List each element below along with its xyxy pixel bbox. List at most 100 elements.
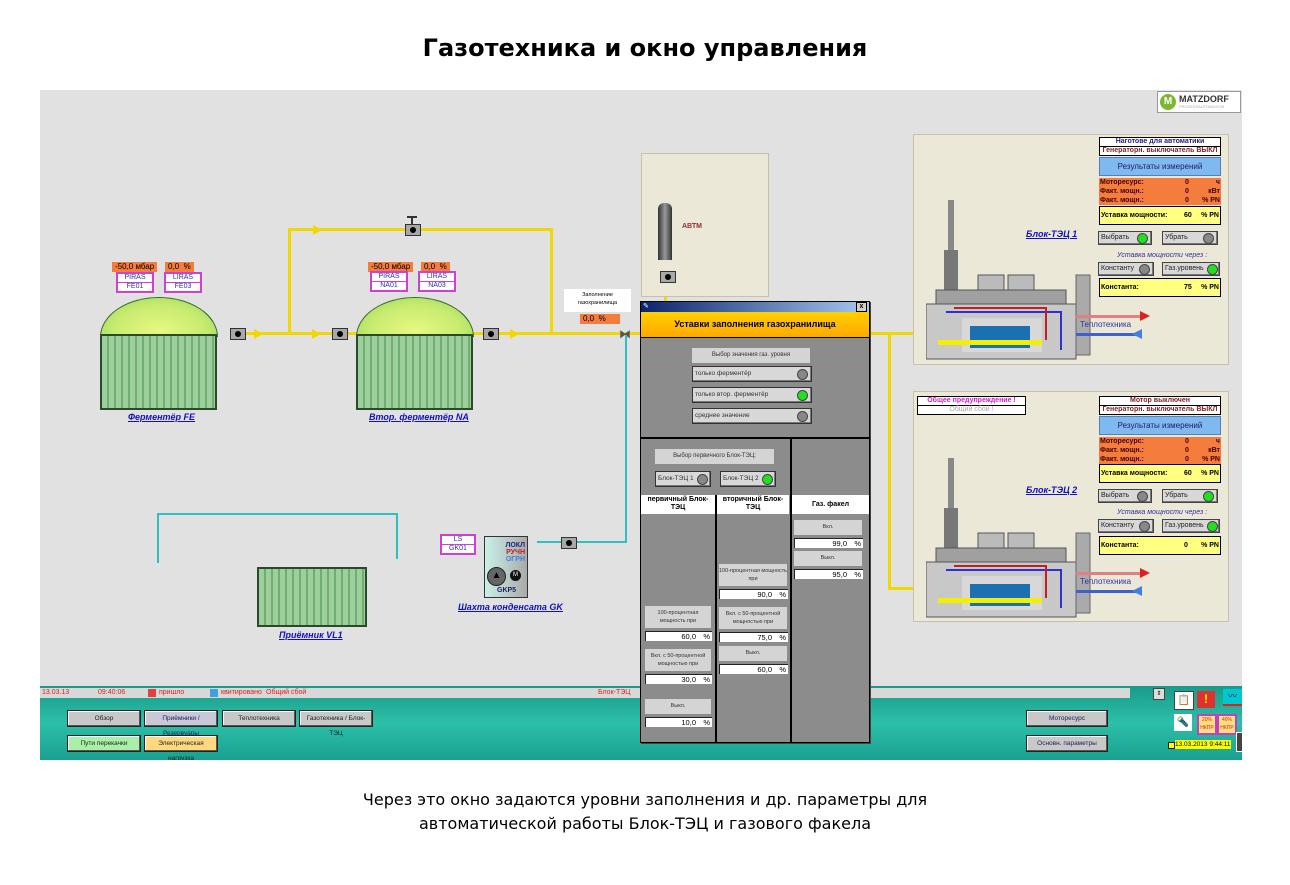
setpoint-input[interactable]: 60,0% (645, 631, 712, 641)
chp2-select-button[interactable]: Выбрать (1098, 489, 1152, 503)
nav-receivers-button[interactable]: Приёмники / Резервуары (144, 710, 218, 737)
dialog-app-icon: ✎ (643, 303, 649, 310)
primary-chp-option-button[interactable]: Блок-ТЭЦ 2 (720, 471, 776, 487)
chp2-constant-button[interactable]: Константу (1098, 519, 1154, 533)
setpoint-input[interactable]: 10,0% (645, 717, 712, 727)
chp2-link[interactable]: Блок-ТЭЦ 2 (1026, 485, 1078, 495)
valve-icon[interactable] (405, 224, 421, 236)
logo-subtext: PROZESSAUTOMATION (1179, 104, 1225, 109)
chp1-engine-image[interactable] (926, 200, 1096, 360)
alarm-burst-icon[interactable]: ! (1197, 691, 1215, 708)
butterfly-valve-icon[interactable]: ⧓ (619, 327, 631, 341)
fermenter-fe-link[interactable]: Ферментёр FE (128, 412, 196, 422)
exit-door-icon[interactable] (1236, 732, 1242, 752)
divider (790, 437, 792, 742)
flare-valve-icon[interactable] (660, 271, 676, 283)
gas-pipe (550, 228, 553, 334)
nav-overview-button[interactable]: Обзор (67, 710, 141, 727)
chp1-remove-button[interactable]: Убрать (1162, 231, 1218, 245)
chp2-engine-image[interactable] (926, 458, 1096, 618)
setpoint-unit: % (703, 632, 710, 641)
setpoint-label: Вкл. с 50-процентной мощностью при (719, 607, 787, 629)
row-value: 0 (1185, 456, 1189, 463)
chp2-heat-label: Теплотехника (1080, 577, 1132, 586)
logo-m-icon: M (1160, 94, 1176, 110)
nav-electric-button[interactable]: Электрическая нагрузка (144, 735, 218, 760)
primary-chp-header: Выбор первичного Блок-ТЭЦ: (655, 449, 774, 464)
gas-sensor-icon[interactable]: 🔦 (1174, 714, 1192, 731)
alarm-line[interactable]: 13.03.13 09:40:06 пришло квитировано Общ… (40, 688, 1130, 698)
level-option-button[interactable]: только ферментёр (692, 366, 812, 382)
chp2-gaslevel-button[interactable]: Газ.уровень (1162, 519, 1220, 533)
lel20-indicator[interactable]: 20% НКПР (1197, 714, 1217, 735)
valve-icon[interactable] (332, 328, 348, 340)
alarm-list-icon[interactable]: 📋 (1174, 691, 1194, 710)
chp1-select-button[interactable]: Выбрать (1098, 231, 1152, 245)
pump-icon[interactable]: ▲ (487, 567, 506, 586)
nav-main-params-button[interactable]: Основн. параметры (1026, 735, 1108, 752)
setpoint-input[interactable]: 75,0% (719, 632, 788, 642)
condensate-valve-icon[interactable] (561, 537, 577, 549)
mode-manual: РУЧН (506, 549, 525, 556)
condensate-pipe (396, 514, 398, 519)
receiver-link[interactable]: Приёмник VL1 (279, 630, 343, 640)
acked-checkbox-icon (210, 689, 218, 697)
chp1-measurements-button[interactable]: Результаты измерений (1099, 157, 1221, 176)
scroll-arrows-icon[interactable]: ⇕ (1153, 688, 1165, 700)
nav-gas-button[interactable]: Газотехника / Блок-ТЭЦ (299, 710, 373, 737)
setpoint-input[interactable]: 99,0% (794, 538, 863, 548)
fermenter-na-tank[interactable] (356, 334, 473, 410)
dialog-titlebar[interactable]: ✎ x (641, 302, 869, 312)
condensate-pipe (537, 541, 627, 543)
row-unit: кВт (1208, 188, 1220, 195)
setpoint-value: 60,0 (681, 632, 696, 641)
setpoint-input[interactable]: 95,0% (794, 569, 863, 579)
dialog-title: Уставки заполнения газохранилища (641, 312, 869, 338)
row-unit: ч (1215, 438, 1220, 445)
setpoint-input[interactable]: 90,0% (719, 589, 788, 599)
dialog-close-button[interactable]: x (856, 302, 867, 312)
setpoint-input[interactable]: 30,0% (645, 674, 712, 684)
receiver-tank[interactable] (257, 567, 367, 627)
nav-heat-button[interactable]: Теплотехника (222, 710, 296, 727)
primary-chp-option-button[interactable]: Блок-ТЭЦ 1 (655, 471, 711, 487)
valve-icon[interactable] (230, 328, 246, 340)
fermenter-fe-tank[interactable] (100, 334, 217, 410)
led-on-icon (1203, 491, 1214, 502)
gas-pipe (288, 228, 291, 334)
chp1-status: Наготове для автоматики Генераторн. выкл… (1099, 137, 1221, 156)
setpoint-value: 95,0 (832, 570, 847, 579)
setpoint-label: Выкл. (794, 551, 862, 566)
divider (641, 437, 869, 439)
fermenter-na-dome (356, 297, 474, 337)
level-option-button[interactable]: только втор. ферментёр (692, 387, 812, 403)
chp1-link[interactable]: Блок-ТЭЦ 1 (1026, 229, 1078, 239)
nav-pump-paths-button[interactable]: Пути перекачки (67, 735, 141, 752)
clock-small-icon (1168, 742, 1175, 749)
setpoint-label: Вкл. (794, 520, 862, 535)
chp1-gaslevel-button[interactable]: Газ.уровень (1162, 262, 1220, 276)
setpoint-input[interactable]: 60,0% (719, 664, 788, 674)
lel40-indicator[interactable]: 40% НКПР (1217, 714, 1237, 735)
row-name: Моторесурс: (1100, 179, 1144, 186)
chp2-setpoint: Уставка мощности: 60 % PN (1099, 464, 1221, 483)
chp1-constant-button[interactable]: Константу (1098, 262, 1154, 276)
valve-icon[interactable] (483, 328, 499, 340)
condensate-link[interactable]: Шахта конденсата GK (458, 602, 563, 612)
trend-icon[interactable]: 〰 (1223, 689, 1242, 706)
setpoint-label: 100-процентная мощность при (645, 606, 711, 628)
fermenter-na-link[interactable]: Втор. ферментёр NA (369, 412, 469, 422)
condensate-shaft[interactable]: ЛОКЛ РУЧН ОГРН ▲ M GKP5 (484, 536, 528, 598)
chp2-remove-button[interactable]: Убрать (1162, 489, 1218, 503)
scada-screen: M MATZDORF PROZESSAUTOMATION ⧓ -50,0 мба… (40, 90, 1242, 760)
nav-motor-resource-button[interactable]: Моторесурс (1026, 710, 1108, 727)
flare-stack-icon[interactable] (658, 203, 672, 260)
chp2-measurements-button[interactable]: Результаты измерений (1099, 416, 1221, 435)
level-option-button[interactable]: среднее значение (692, 408, 812, 424)
